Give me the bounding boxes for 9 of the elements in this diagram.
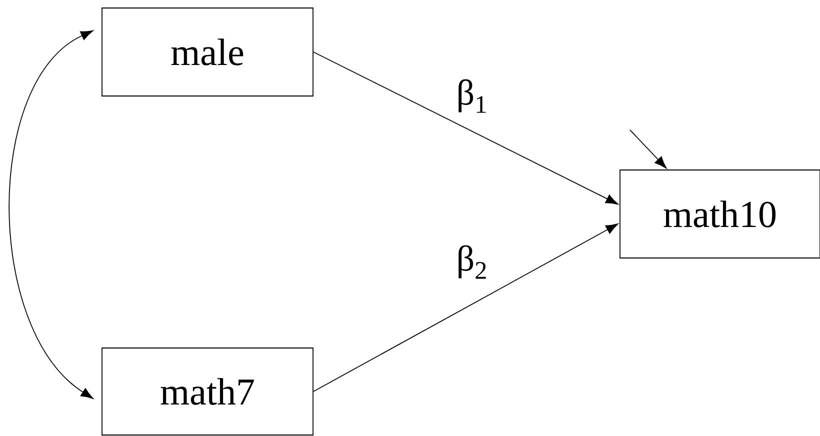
variable-box: male (102, 8, 314, 96)
edge-label: β$_{2}$ (455, 244, 489, 280)
variable-box: math7 (102, 348, 314, 436)
arrow (630, 130, 667, 169)
edge-label: β$_{1}$ (455, 78, 489, 114)
curved-double-arrow (8, 30, 94, 399)
arrow (313, 52, 618, 205)
variable-box: math10 (620, 170, 820, 258)
arrow (313, 223, 618, 392)
